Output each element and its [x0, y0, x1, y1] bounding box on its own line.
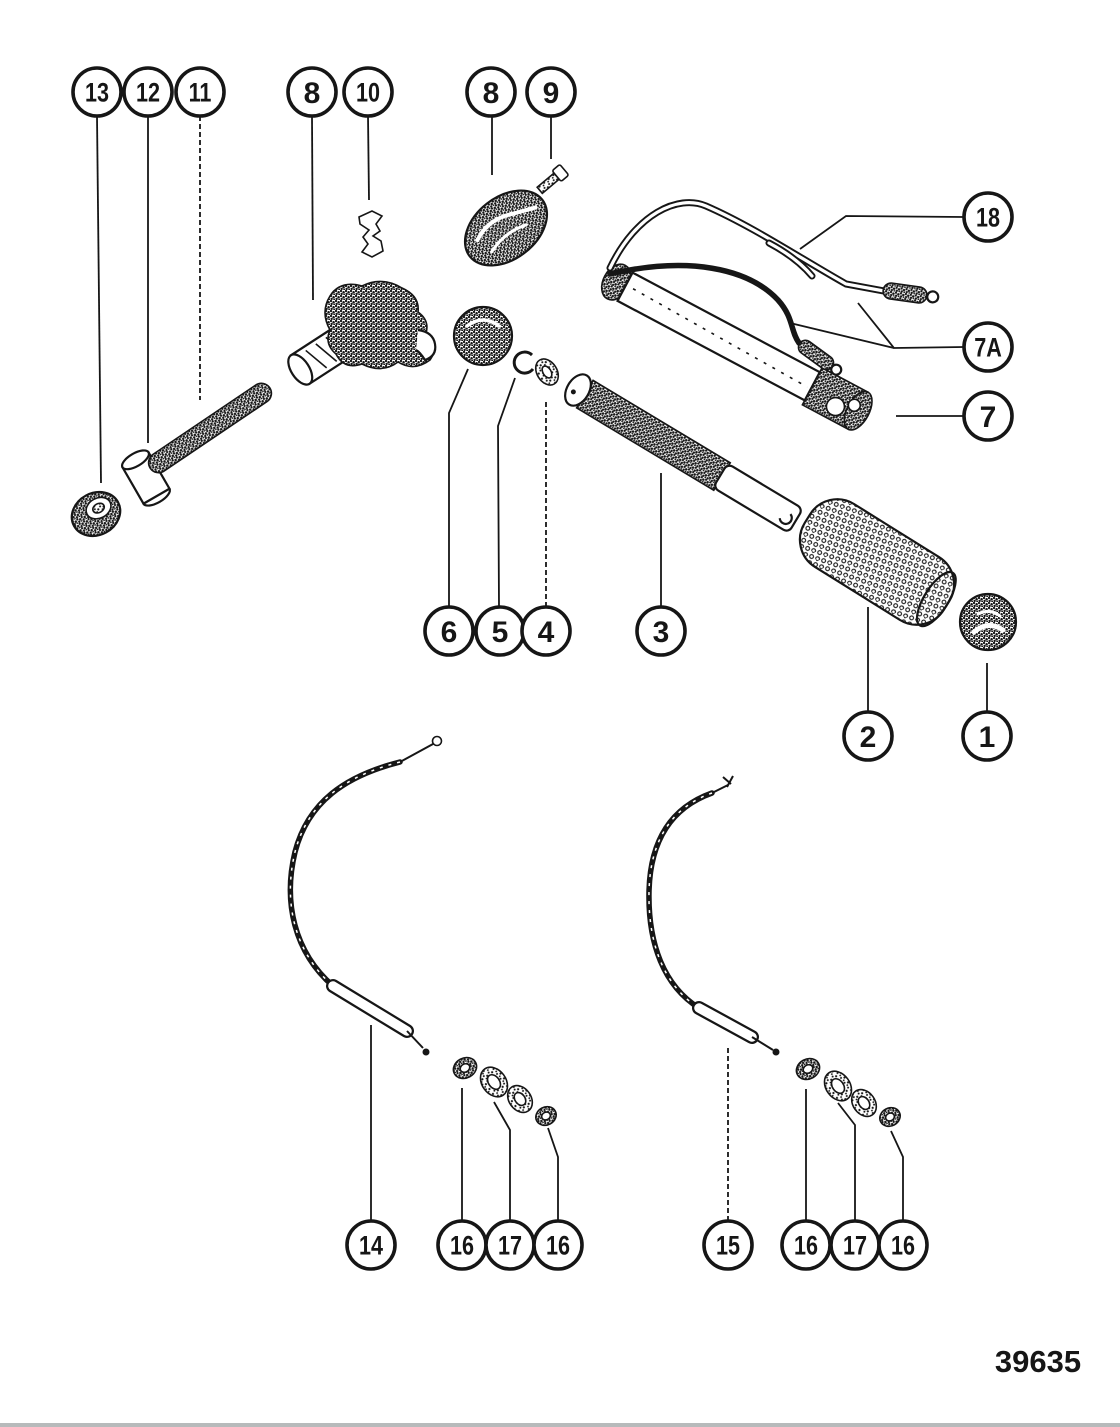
leader-line-7A [857, 302, 965, 349]
callout-8[interactable]: 8 [465, 66, 517, 118]
callout-circle-7A[interactable] [962, 321, 1014, 373]
part-interlock-clip [358, 210, 384, 258]
callout-16[interactable]: 16 [780, 1219, 832, 1271]
callout-circle-7[interactable] [962, 390, 1014, 442]
leader-line-13 [96, 115, 102, 484]
callout-circle-16[interactable] [877, 1219, 929, 1271]
drawing-number: 39635 [995, 1344, 1081, 1379]
callout-17[interactable]: 17 [829, 1219, 881, 1271]
callout-circle-4[interactable] [520, 605, 572, 657]
part-retaining-ring [512, 350, 535, 375]
callout-2[interactable]: 2 [842, 710, 894, 762]
callout-circle-3[interactable] [635, 605, 687, 657]
callout-circle-2[interactable] [842, 710, 894, 762]
callout-circle-9[interactable] [525, 66, 577, 118]
callout-16[interactable]: 16 [436, 1219, 488, 1271]
callout-circle-11[interactable] [174, 66, 226, 118]
callout-circle-15[interactable] [702, 1219, 754, 1271]
callout-circle-6[interactable] [423, 605, 475, 657]
leader-lines [96, 115, 988, 1221]
leader-line-16 [547, 1127, 559, 1221]
callout-10[interactable]: 10 [342, 66, 394, 118]
part-grip-end-cap [958, 592, 1018, 652]
callout-circle-5[interactable] [474, 605, 526, 657]
callout-circle-13[interactable] [71, 66, 123, 118]
leader-line-18 [799, 215, 965, 250]
leader-line-5 [497, 377, 516, 608]
callout-4[interactable]: 4 [520, 605, 572, 657]
callout-circle-17[interactable] [484, 1219, 536, 1271]
callout-9[interactable]: 9 [525, 66, 577, 118]
callout-16[interactable]: 16 [532, 1219, 584, 1271]
callout-11[interactable]: 11 [174, 66, 226, 118]
part-cable-right [646, 775, 780, 1056]
callout-3[interactable]: 3 [635, 605, 687, 657]
exploded-parts-art [70, 164, 1018, 1128]
leader-line-17 [837, 1102, 856, 1221]
part-washer-right-b [850, 1088, 878, 1118]
part-bushing [121, 449, 171, 507]
part-washer-small [534, 358, 560, 386]
callout-6[interactable]: 6 [423, 605, 475, 657]
callout-circle-17[interactable] [829, 1219, 881, 1271]
part-nut-left-b [535, 1105, 557, 1127]
part-nut-right-a [795, 1057, 821, 1081]
callout-7A[interactable]: 7A [962, 321, 1014, 373]
part-cable-left [287, 735, 443, 1056]
callout-circle-1[interactable] [961, 710, 1013, 762]
callout-circle-8[interactable] [465, 66, 517, 118]
part-friction-shaft [147, 382, 273, 474]
part-washer-left-b [506, 1084, 534, 1114]
callout-1[interactable]: 1 [961, 710, 1013, 762]
part-throttle-shaft [564, 373, 802, 532]
part-throttle-grip-cap [463, 189, 549, 267]
callout-16[interactable]: 16 [877, 1219, 929, 1271]
part-washer-left-a [479, 1066, 509, 1098]
callout-12[interactable]: 12 [122, 66, 174, 118]
part-nut-left-a [452, 1056, 478, 1080]
callout-circle-18[interactable] [962, 191, 1014, 243]
callout-circle-16[interactable] [780, 1219, 832, 1271]
part-knurled-ring-nut [70, 490, 122, 538]
part-throttle-bracket [287, 280, 437, 386]
leader-line-7A [789, 322, 895, 349]
callout-circle-14[interactable] [345, 1219, 397, 1271]
part-throttle-gear [452, 305, 514, 367]
callout-13[interactable]: 13 [71, 66, 123, 118]
part-cable-sleeve [765, 239, 816, 280]
leader-line-17 [493, 1101, 511, 1221]
part-throttle-cables [606, 199, 940, 376]
callout-8[interactable]: 8 [286, 66, 338, 118]
leader-line-6 [448, 368, 469, 607]
callout-15[interactable]: 15 [702, 1219, 754, 1271]
part-washer-right-a [823, 1070, 853, 1102]
part-tiller-handle [600, 263, 873, 431]
callout-18[interactable]: 18 [962, 191, 1014, 243]
leader-line-8 [311, 115, 314, 301]
leader-line-10 [367, 115, 370, 201]
leader-line-16 [890, 1130, 904, 1221]
part-throttle-grip [798, 498, 957, 628]
part-screw [536, 164, 569, 195]
callout-7[interactable]: 7 [962, 390, 1014, 442]
page-bottom-rule [0, 1423, 1120, 1427]
part-nut-right-b [879, 1106, 901, 1128]
callout-circle-10[interactable] [342, 66, 394, 118]
callout-17[interactable]: 17 [484, 1219, 536, 1271]
callout-14[interactable]: 14 [345, 1219, 397, 1271]
callout-circle-16[interactable] [436, 1219, 488, 1271]
callout-circle-12[interactable] [122, 66, 174, 118]
callout-5[interactable]: 5 [474, 605, 526, 657]
callout-circle-8[interactable] [286, 66, 338, 118]
callout-circle-16[interactable] [532, 1219, 584, 1271]
